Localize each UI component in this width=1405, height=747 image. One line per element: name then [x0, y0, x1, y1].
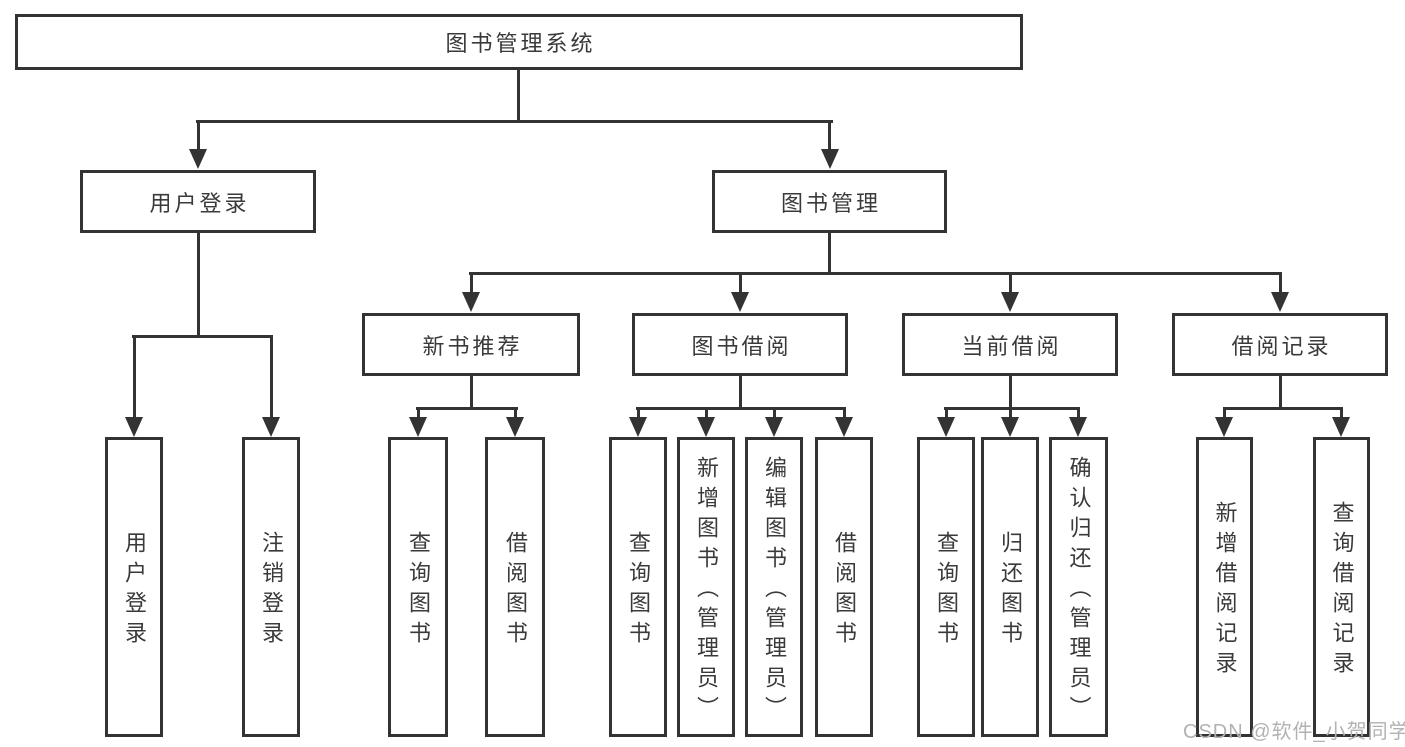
leaf-borrow-books: 借阅图书	[815, 437, 873, 737]
arrowhead-leaf-query-books	[937, 417, 955, 437]
connector-records-stem	[1279, 375, 1282, 409]
node-borrowing-records: 借阅记录	[1172, 313, 1388, 376]
leaf-label: 新增借阅记录	[1212, 501, 1238, 681]
connector-newrec-crossbar	[416, 407, 518, 410]
connector-root-drop-right	[828, 120, 831, 151]
connector-root-drop-left	[197, 120, 200, 151]
leaf-query-borrow-record: 查询借阅记录	[1313, 437, 1370, 737]
connector-userlogin-stem	[197, 232, 200, 337]
connector-records-drop-2	[1340, 407, 1343, 419]
node-label: 图书管理	[780, 190, 881, 216]
leaf-query-books: 查询图书	[388, 437, 448, 737]
arrowhead-leaf-query-books	[409, 417, 427, 437]
arrowhead-book-borrowing	[731, 292, 749, 312]
leaf-return-books: 归还图书	[981, 437, 1039, 737]
arrowhead-leaf-confirm-return	[1069, 417, 1087, 437]
connector-userlogin-crossbar	[132, 335, 273, 338]
arrowhead-user-login	[189, 149, 207, 169]
connector-bookmgmt-stem	[828, 232, 831, 274]
node-current-borrowing: 当前借阅	[902, 313, 1118, 376]
node-user-login-branch: 用户登录	[80, 170, 316, 233]
connector-current-drop-1	[945, 407, 948, 419]
connector-current-drop-3	[1077, 407, 1080, 419]
connector-root-stem	[517, 69, 520, 122]
leaf-confirm-return-admin: 确认归还（管理员）	[1049, 437, 1108, 737]
arrowhead-leaf-add-books	[697, 417, 715, 437]
arrowhead-leaf-add-borrow-record	[1215, 417, 1233, 437]
node-label: 新书推荐	[422, 333, 523, 359]
arrowhead-book-management	[821, 149, 839, 169]
leaf-query-books: 查询图书	[917, 437, 975, 737]
connector-root-crossbar	[196, 120, 833, 123]
connector-newrec-drop-2	[514, 407, 517, 419]
connector-borrow-drop-3	[773, 407, 776, 419]
arrowhead-leaf-query-books	[629, 417, 647, 437]
connector-current-drop-2	[1009, 407, 1012, 419]
arrowhead-current-borrowing	[1001, 292, 1019, 312]
node-library-management-system: 图书管理系统	[15, 14, 1023, 70]
connector-bookmgmt-drop-1	[470, 272, 473, 294]
arrowhead-leaf-borrow-books	[835, 417, 853, 437]
leaf-label: 查询图书	[406, 531, 431, 651]
connector-userlogin-drop-right	[270, 335, 273, 419]
node-label: 图书管理系统	[445, 31, 596, 56]
leaf-add-borrow-record: 新增借阅记录	[1196, 437, 1253, 737]
arrowhead-borrowing-records	[1271, 292, 1289, 312]
connector-bookmgmt-drop-3	[1009, 272, 1012, 294]
leaf-label: 归还图书	[998, 531, 1023, 651]
arrowhead-leaf-logout	[262, 417, 280, 437]
connector-bookmgmt-drop-2	[739, 272, 742, 294]
connector-borrow-drop-4	[843, 407, 846, 419]
leaf-label: 借阅图书	[503, 531, 528, 651]
arrowhead-leaf-user-login	[125, 417, 143, 437]
node-book-borrowing: 图书借阅	[632, 313, 848, 376]
arrowhead-new-book-recommendation	[462, 292, 480, 312]
connector-userlogin-drop-left	[133, 335, 136, 419]
connector-current-crossbar	[944, 407, 1080, 410]
connector-records-crossbar	[1223, 407, 1343, 410]
leaf-borrow-books: 借阅图书	[485, 437, 545, 737]
connector-newrec-stem	[470, 375, 473, 409]
connector-bookmgmt-crossbar	[469, 272, 1282, 275]
connector-borrow-drop-2	[705, 407, 708, 419]
leaf-user-login: 用户登录	[105, 437, 163, 737]
node-label: 图书借阅	[691, 333, 792, 359]
node-label: 用户登录	[149, 190, 250, 216]
leaf-edit-books-admin: 编辑图书（管理员）	[745, 437, 803, 737]
node-label: 借阅记录	[1231, 333, 1332, 359]
leaf-add-books-admin: 新增图书（管理员）	[677, 437, 735, 737]
connector-bookmgmt-drop-4	[1279, 272, 1282, 294]
leaf-label: 注销登录	[259, 531, 284, 651]
connector-borrow-drop-1	[637, 407, 640, 419]
leaf-label: 编辑图书（管理员）	[762, 456, 787, 726]
node-label: 当前借阅	[961, 333, 1062, 359]
connector-borrow-stem	[739, 375, 742, 409]
node-new-book-recommendation: 新书推荐	[362, 313, 580, 376]
leaf-label: 新增图书（管理员）	[694, 456, 719, 726]
leaf-label: 查询图书	[626, 531, 651, 651]
leaf-label: 查询图书	[934, 531, 959, 651]
connector-borrow-crossbar	[636, 407, 846, 410]
node-book-management: 图书管理	[712, 170, 947, 233]
arrowhead-leaf-edit-books	[765, 417, 783, 437]
leaf-label: 用户登录	[122, 531, 147, 651]
csdn-watermark: CSDN @软件_小贺同学	[1183, 721, 1405, 743]
connector-current-stem	[1009, 375, 1012, 409]
connector-records-drop-1	[1223, 407, 1226, 419]
leaf-query-books: 查询图书	[609, 437, 667, 737]
connector-newrec-drop-1	[417, 407, 420, 419]
arrowhead-leaf-query-borrow-record	[1332, 417, 1350, 437]
arrowhead-leaf-return-books	[1001, 417, 1019, 437]
leaf-label: 查询借阅记录	[1329, 501, 1355, 681]
leaf-label: 确认归还（管理员）	[1066, 456, 1092, 726]
arrowhead-leaf-borrow-books	[506, 417, 524, 437]
leaf-label: 借阅图书	[832, 531, 857, 651]
leaf-logout: 注销登录	[242, 437, 300, 737]
